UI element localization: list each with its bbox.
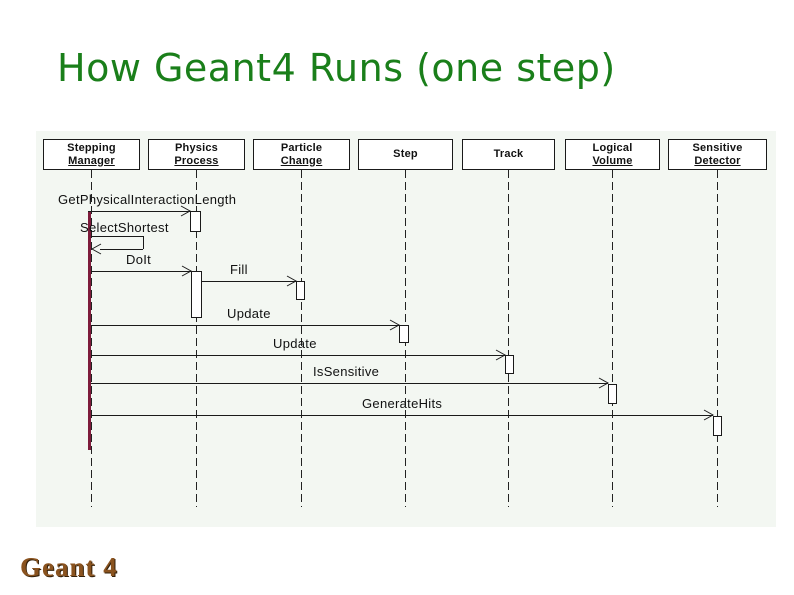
activation-bar-sensitive-detector — [713, 416, 722, 436]
actor-label: Logical — [592, 141, 633, 154]
activation-bar-particle-change — [296, 281, 305, 300]
message-line-selectshortest — [91, 236, 143, 237]
message-label-fill: Fill — [230, 262, 248, 277]
activation-bar-track — [505, 355, 514, 374]
message-line-generatehits — [91, 415, 713, 416]
message-label-getphysicalinteractionlength: GetPhysicalInteractionLength — [58, 192, 237, 207]
message-line-update — [91, 325, 399, 326]
lifeline-physics-process — [196, 170, 197, 507]
lifeline-track — [508, 170, 509, 507]
actor-box-step: Step — [358, 139, 453, 170]
activation-bar-stepping-manager — [88, 211, 91, 450]
actor-label: Volume — [592, 154, 633, 167]
geant4-logo: Geant 4 — [20, 552, 118, 582]
activation-bar-step — [399, 325, 409, 343]
message-line-getphysicalinteractionlength — [88, 211, 190, 212]
activation-bar-logical-volume — [608, 384, 617, 404]
lifeline-particle-change — [301, 170, 302, 507]
actor-label: Sensitive — [692, 141, 743, 154]
message-label-generatehits: GenerateHits — [362, 396, 443, 411]
lifeline-logical-volume — [612, 170, 613, 507]
actor-label: Detector — [694, 154, 741, 167]
message-label-update: Update — [273, 336, 317, 351]
message-label-issensitive: IsSensitive — [313, 364, 380, 379]
message-line-fill — [202, 281, 296, 282]
arrowhead-icon — [91, 243, 102, 255]
message-label-doit: DoIt — [126, 252, 152, 267]
lifeline-sensitive-detector — [717, 170, 718, 507]
actor-label: Process — [174, 154, 219, 167]
message-line-selectshortest — [100, 249, 143, 250]
arrowhead-icon — [598, 377, 609, 389]
arrowhead-icon — [286, 275, 297, 287]
actor-box-track: Track — [462, 139, 555, 170]
actor-label: Particle — [280, 141, 323, 154]
arrowhead-icon — [703, 409, 714, 421]
actor-label: Step — [393, 148, 418, 160]
actor-label: Manager — [68, 154, 115, 167]
arrowhead-icon — [180, 205, 191, 217]
message-line-issensitive — [91, 383, 608, 384]
message-line-update — [91, 355, 505, 356]
arrowhead-icon — [181, 265, 192, 277]
activation-bar-physics-process — [190, 211, 201, 232]
message-line-selectshortest — [143, 236, 144, 249]
message-line-doit — [91, 271, 191, 272]
arrowhead-icon — [495, 349, 506, 361]
actor-label: Stepping — [67, 141, 116, 154]
arrowhead-icon — [389, 319, 400, 331]
message-label-selectshortest: SelectShortest — [80, 220, 169, 235]
actor-label: Change — [280, 154, 323, 167]
lifeline-stepping-manager — [91, 170, 92, 507]
actor-label: Physics — [175, 141, 218, 154]
slide-title: How Geant4 Runs (one step) — [57, 46, 616, 90]
message-label-update: Update — [227, 306, 271, 321]
actor-label: Track — [493, 148, 524, 160]
activation-bar-physics-process — [191, 271, 202, 318]
